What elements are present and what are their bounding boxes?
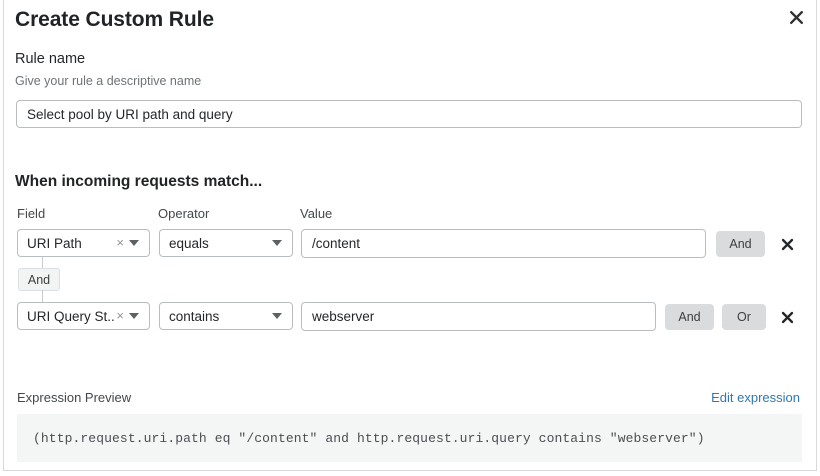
field-select-row-2[interactable]: URI Query St... ×: [17, 302, 150, 330]
connector-line-top: [42, 257, 43, 268]
column-header-operator: Operator: [158, 206, 210, 221]
rule-name-input[interactable]: [16, 100, 802, 128]
operator-select-value-row-1: equals: [169, 235, 209, 251]
field-select-value-row-2: URI Query St...: [27, 308, 117, 324]
column-header-value: Value: [300, 206, 333, 221]
field-select-row-1[interactable]: URI Path ×: [17, 229, 150, 257]
and-button-row-1[interactable]: And: [716, 231, 765, 257]
remove-row-icon-1[interactable]: [777, 234, 797, 254]
operator-select-row-1[interactable]: equals: [159, 229, 293, 257]
or-button-row-2[interactable]: Or: [722, 304, 766, 330]
clear-field-icon-row-1[interactable]: ×: [116, 235, 124, 250]
remove-row-icon-2[interactable]: [777, 307, 797, 327]
column-header-field: Field: [17, 206, 46, 221]
conditions-heading: When incoming requests match...: [15, 173, 263, 190]
rule-name-hint: Give your rule a descriptive name: [15, 74, 202, 88]
connector-and-pill[interactable]: And: [18, 268, 60, 291]
value-input-row-2[interactable]: [301, 302, 656, 331]
and-button-row-2[interactable]: And: [665, 304, 714, 330]
expression-preview-box: (http.request.uri.path eq "/content" and…: [17, 414, 802, 462]
close-icon[interactable]: [785, 6, 807, 28]
chevron-down-icon-row-2-operator: [272, 313, 282, 319]
clear-field-icon-row-2[interactable]: ×: [116, 308, 124, 323]
value-input-row-1[interactable]: [301, 229, 706, 258]
dialog-title: Create Custom Rule: [15, 8, 214, 31]
chevron-down-icon-row-1-operator: [272, 240, 282, 246]
operator-select-value-row-2: contains: [169, 308, 220, 324]
operator-select-row-2[interactable]: contains: [159, 302, 293, 330]
expression-preview-label: Expression Preview: [17, 390, 132, 405]
chevron-down-icon-row-1-field: [129, 240, 139, 246]
edit-expression-link[interactable]: Edit expression: [711, 390, 800, 405]
connector-line-bottom: [42, 290, 43, 302]
expression-preview-code: (http.request.uri.path eq "/content" and…: [33, 430, 705, 446]
chevron-down-icon-row-2-field: [129, 313, 139, 319]
field-select-value-row-1: URI Path: [27, 235, 82, 251]
create-custom-rule-dialog: Create Custom Rule Rule name Give your r…: [3, 0, 817, 471]
rule-name-label: Rule name: [15, 51, 86, 67]
